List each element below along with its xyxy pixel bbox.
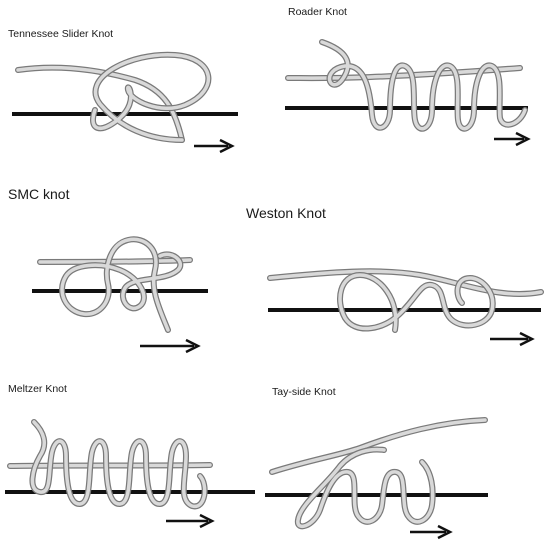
label-weston-knot: Weston Knot xyxy=(246,205,326,221)
right-arrow-icon xyxy=(494,131,531,147)
coil-rope-outline xyxy=(319,39,528,132)
knot-rope xyxy=(338,273,495,332)
knot-rope-outline xyxy=(337,272,496,333)
right-arrow-icon xyxy=(166,513,215,529)
standing-rope xyxy=(270,418,487,474)
roader-knot-drawing xyxy=(285,39,531,147)
tag-rope xyxy=(286,66,522,80)
tay-side-knot-drawing xyxy=(265,417,488,540)
label-tennessee-slider-knot: Tennessee Slider Knot xyxy=(8,28,114,40)
coil-rope xyxy=(320,40,527,131)
coil-rope xyxy=(296,447,435,529)
tag-rope xyxy=(16,65,184,142)
knot-rope xyxy=(60,237,182,332)
label-tay-side-knot: Tay-side Knot xyxy=(272,386,336,398)
tennessee-slider-knot-drawing xyxy=(12,51,238,154)
loop-rope-outline xyxy=(90,51,212,143)
right-arrow-icon xyxy=(410,524,453,540)
right-arrow-icon xyxy=(194,138,235,154)
label-roader-knot: Roader Knot xyxy=(288,6,347,18)
weston-knot-drawing xyxy=(267,268,544,347)
tag-rope xyxy=(38,258,192,264)
right-arrow-icon xyxy=(140,338,201,354)
right-arrow-icon xyxy=(490,331,535,347)
tag-rope xyxy=(8,463,212,468)
standing-rope xyxy=(268,269,543,296)
coil-rope xyxy=(30,420,207,508)
meltzer-knot-drawing xyxy=(5,419,255,529)
label-smc-knot: SMC knot xyxy=(8,186,70,202)
label-meltzer-knot: Meltzer Knot xyxy=(8,383,67,395)
loop-rope xyxy=(91,53,211,142)
smc-knot-drawing xyxy=(32,236,208,354)
